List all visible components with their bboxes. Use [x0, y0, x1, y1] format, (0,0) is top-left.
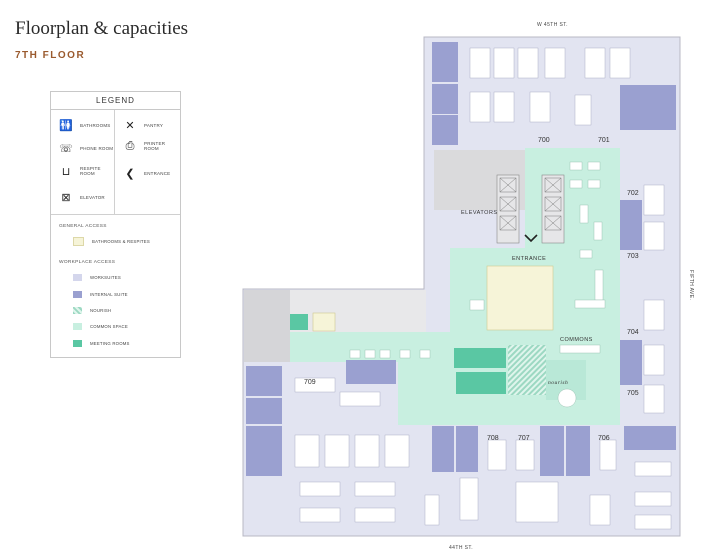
- legend-item-elevator: ⊠ ELEVATOR: [57, 190, 105, 204]
- legend-title: LEGEND: [51, 92, 180, 110]
- suite-label-704: 704: [627, 329, 639, 336]
- suite-label-708: 708: [487, 435, 499, 442]
- internal-suites: [246, 42, 676, 476]
- elevator-icons: [499, 177, 562, 231]
- legend-item-bathrooms: 🚻 BATHROOMS: [57, 118, 110, 132]
- nourish-area: [508, 345, 546, 395]
- entrance-chevron-icon: [524, 234, 538, 243]
- legend-swatch-internal-suite: INTERNAL SUITE: [73, 291, 128, 298]
- page-title: Floorplan & capacities: [15, 18, 189, 39]
- bathroom-icon: 🚻: [59, 119, 73, 132]
- common-furniture: [349, 161, 606, 408]
- swatch: [73, 274, 82, 281]
- swatch: [73, 340, 82, 347]
- legend-swatch-nourish: NOURISH: [73, 307, 111, 314]
- area-label-entrance: ENTRANCE: [512, 256, 546, 262]
- suite-label-701: 701: [598, 137, 610, 144]
- elevator-icon: ⊠: [61, 191, 71, 204]
- legend-swatch-bathrooms-respites: BATHROOMS & RESPITES: [73, 237, 150, 246]
- suite-label-702: 702: [627, 190, 639, 197]
- suite-label-709: 709: [304, 379, 316, 386]
- bathrooms-area: [486, 265, 554, 331]
- pantry-icon: ✕: [125, 119, 135, 132]
- workplace-access-label: WORKPLACE ACCESS: [59, 260, 116, 265]
- respite-icon: ⊔: [61, 165, 71, 178]
- respite-room: [312, 312, 336, 332]
- street-label-north: W 45TH ST.: [537, 22, 568, 28]
- swatch: [73, 237, 84, 246]
- legend-item-printer-room: ⎙ PRINTER ROOM: [121, 139, 170, 153]
- legend-item-entrance: ❮ ENTRANCE: [121, 166, 170, 180]
- area-label-commons: COMMONS: [560, 337, 593, 343]
- suite-label-700: 700: [538, 137, 550, 144]
- suite-label-706: 706: [598, 435, 610, 442]
- suite-label-703: 703: [627, 253, 639, 260]
- street-label-south: 44TH ST.: [449, 545, 474, 551]
- legend-divider: [114, 110, 115, 214]
- workstations: [294, 47, 672, 530]
- swatch: [73, 323, 82, 330]
- service-area: [244, 290, 290, 362]
- legend-swatch-common-space: COMMON SPACE: [73, 323, 128, 330]
- area-label-nourish: nourish: [548, 380, 568, 386]
- meeting-rooms: [290, 314, 506, 394]
- suite-label-707: 707: [518, 435, 530, 442]
- legend-swatch-meeting-rooms: MEETING ROOMS: [73, 340, 130, 347]
- floor-subtitle: 7TH FLOOR: [15, 50, 86, 61]
- area-label-elevators: ELEVATORS: [461, 210, 498, 216]
- printer-icon: ⎙: [125, 139, 135, 152]
- street-label-east: FIFTH AVE.: [688, 270, 694, 301]
- service-area: [290, 290, 426, 332]
- legend-item-pantry: ✕ PANTRY: [121, 118, 163, 132]
- general-access-label: GENERAL ACCESS: [59, 224, 107, 229]
- swatch: [73, 307, 82, 314]
- legend-item-phone-room: ☏ PHONE ROOM: [57, 141, 113, 155]
- legend-divider: [51, 214, 180, 215]
- swatch: [73, 291, 82, 298]
- legend: LEGEND 🚻 BATHROOMS ✕ PANTRY ☏ PHONE ROOM…: [50, 91, 181, 358]
- suite-label-705: 705: [627, 390, 639, 397]
- phone-icon: ☏: [59, 142, 73, 155]
- legend-item-respite-room: ⊔ RESPITE ROOM: [57, 164, 104, 178]
- legend-swatch-worksuites: WORKSUITES: [73, 274, 121, 281]
- area-labels: ELEVATORS ENTRANCE COMMONS nourish: [461, 210, 593, 386]
- suite-labels: 700 701 702 703 704 705 706 707 708 709: [304, 137, 639, 442]
- entrance-icon: ❮: [125, 167, 135, 180]
